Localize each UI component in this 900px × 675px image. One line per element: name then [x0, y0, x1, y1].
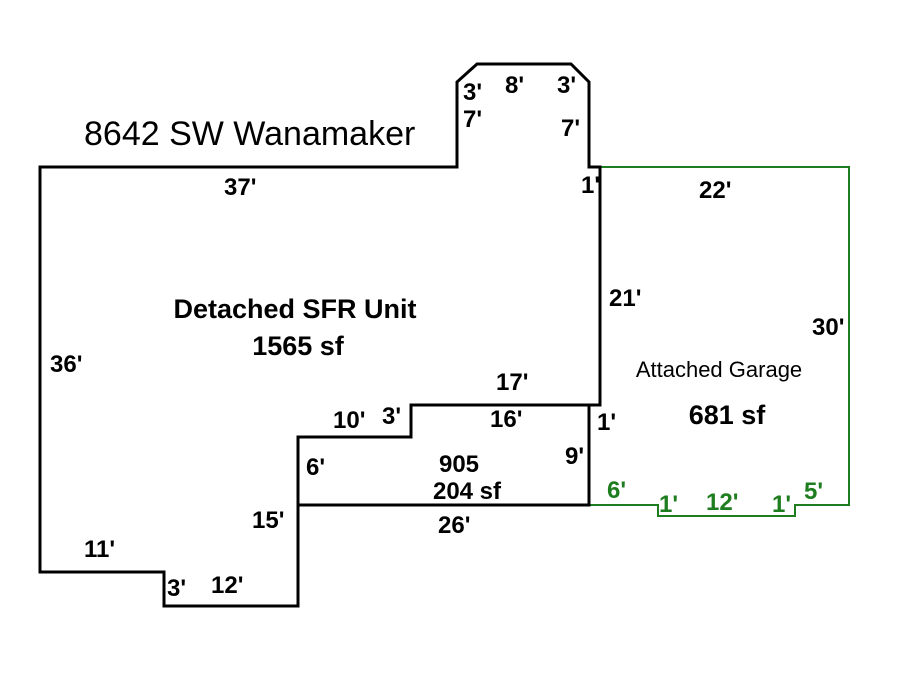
garage-label: Attached Garage	[636, 357, 802, 382]
subarea-area: 204 sf	[433, 478, 502, 505]
dim-step-inner: 16'	[490, 406, 522, 433]
dim-house-right-upper: 21'	[609, 285, 641, 312]
dim-sub-right: 9'	[565, 443, 584, 470]
garage-dim-bottom-middle: 12'	[706, 489, 738, 516]
garage-dim-bottom-right: 5'	[804, 478, 823, 505]
dim-house-top: 37'	[224, 174, 256, 201]
dim-notch-right: 1'	[581, 172, 600, 199]
dim-step-right: 1'	[597, 409, 616, 436]
dim-top-bay-right-diag: 3'	[557, 72, 576, 99]
garage-dim-right: 30'	[812, 314, 844, 341]
garage-dim-bottom-left: 6'	[607, 477, 626, 504]
garage-dim-top: 22'	[699, 177, 731, 204]
house-outline	[38, 62, 602, 608]
dim-step-left-upper: 10'	[333, 407, 365, 434]
step-wall	[296, 403, 589, 505]
dim-lower-left-side: 15'	[252, 507, 284, 534]
house-area: 1565 sf	[252, 331, 345, 361]
dim-top-bay-left-side: 7'	[463, 106, 482, 133]
garage-area: 681 sf	[689, 400, 767, 430]
dim-bottom-left: 11'	[84, 536, 115, 563]
dim-bottom-middle: 12'	[211, 572, 243, 599]
dim-top-bay-right-side: 7'	[561, 115, 580, 142]
dim-step-small: 3'	[382, 403, 401, 430]
dim-step-top: 17'	[496, 369, 528, 396]
dim-sub-bottom: 26'	[438, 512, 470, 539]
dim-top-bay-left-diag: 3'	[463, 79, 482, 106]
garage-outline	[589, 166, 850, 517]
subarea-label: 905	[439, 451, 479, 478]
house-label: Detached SFR Unit	[173, 294, 416, 324]
dim-bottom-notch: 3'	[167, 575, 186, 602]
dim-top-bay-top: 8'	[505, 72, 524, 99]
dim-house-left: 36'	[50, 351, 82, 378]
dim-step-left-side: 6'	[306, 454, 325, 481]
address-title: 8642 SW Wanamaker	[84, 115, 415, 153]
garage-dim-bottom-notch-left: 1'	[659, 491, 678, 518]
garage-dim-bottom-notch-right: 1'	[772, 491, 791, 518]
